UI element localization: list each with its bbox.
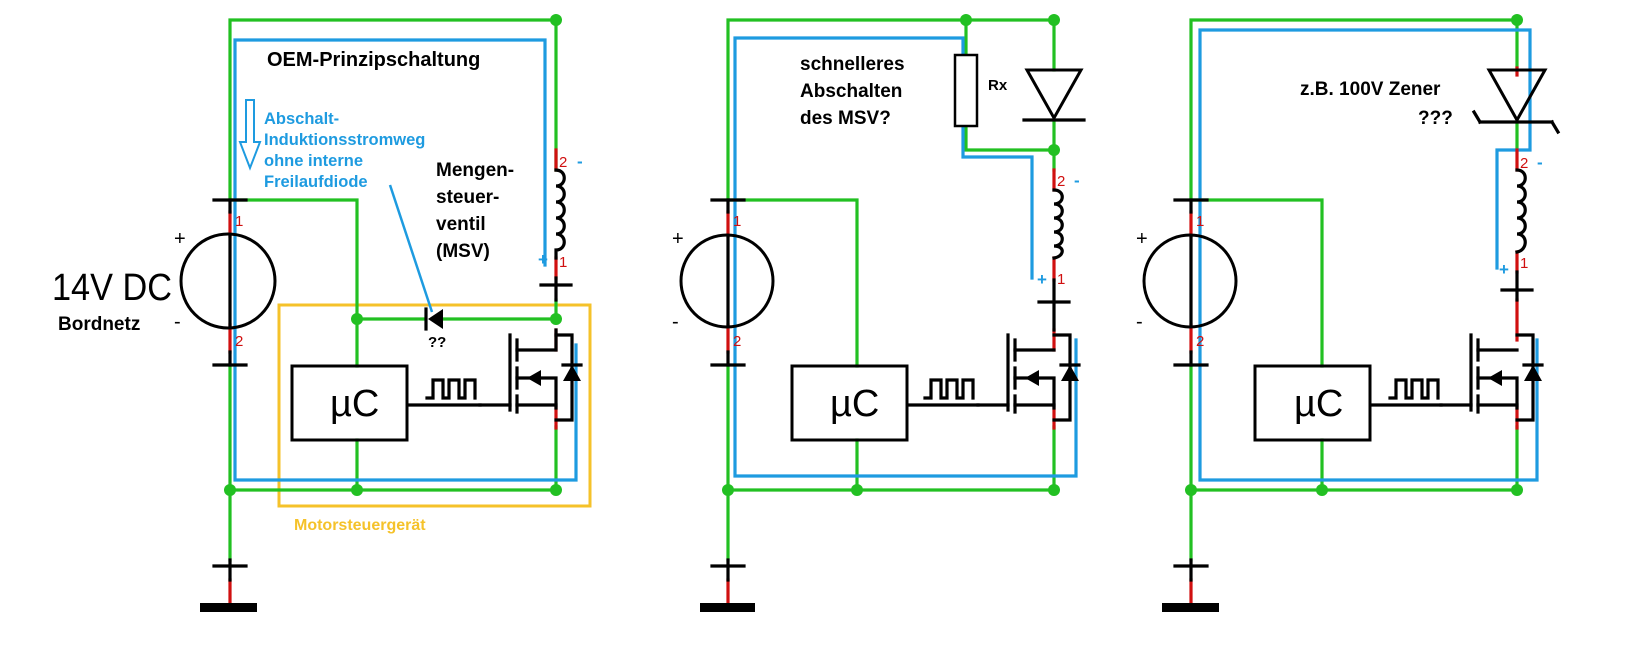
zener-diode bbox=[1471, 68, 1561, 135]
coil-pin1-label: 1 bbox=[559, 254, 567, 271]
coil-plus-sign: + bbox=[1037, 270, 1047, 289]
source-pin2-label: 2 bbox=[1196, 333, 1204, 350]
mosfet bbox=[976, 333, 1081, 422]
coil-pin2-label: 2 bbox=[1057, 173, 1065, 190]
induction-current-path bbox=[233, 38, 578, 482]
current-direction-arrow bbox=[238, 99, 262, 171]
controller-label: µC bbox=[330, 383, 379, 425]
source-pin2-label: 2 bbox=[733, 333, 741, 350]
flyback-diode bbox=[1022, 68, 1086, 122]
controller-label: µC bbox=[1294, 383, 1343, 425]
source-minus-sign: - bbox=[1136, 311, 1143, 333]
microcontroller bbox=[1253, 364, 1443, 442]
source-pin2-label: 2 bbox=[235, 333, 243, 350]
ecu-label: Motorsteuergerät bbox=[294, 517, 426, 534]
junction-dots bbox=[224, 14, 562, 496]
junction-dots bbox=[1185, 14, 1523, 496]
note-line-3: des MSV? bbox=[800, 108, 891, 129]
resistor-rx bbox=[953, 53, 979, 128]
battery-source bbox=[679, 198, 775, 367]
source-plus-sign: + bbox=[1136, 228, 1148, 250]
microcontroller bbox=[790, 364, 980, 442]
coil-plus-sign: + bbox=[538, 250, 548, 269]
coil-minus-sign: - bbox=[1074, 171, 1080, 190]
induction-current-path bbox=[733, 36, 1078, 478]
controller-label: µC bbox=[830, 383, 879, 425]
valve-label-line-4: (MSV) bbox=[436, 241, 490, 262]
coil-pin1-label: 1 bbox=[1520, 255, 1528, 272]
coil-pin2-label: 2 bbox=[559, 154, 567, 171]
valve-label-line-2: steuer- bbox=[436, 187, 499, 208]
panel1-title: OEM-Prinzipschaltung bbox=[267, 49, 480, 71]
panel-oem-circuit: OEM-Prinzipschaltung 14V DC Bordnetz + -… bbox=[52, 14, 592, 612]
annotation-pointer-line bbox=[388, 184, 434, 313]
mosfet bbox=[1439, 333, 1544, 422]
ecu-boundary-box bbox=[277, 303, 592, 508]
ground-symbol bbox=[200, 558, 257, 612]
battery-source bbox=[1142, 198, 1238, 367]
coil-pin1-label: 1 bbox=[1057, 271, 1065, 288]
coil-plus-sign: + bbox=[1499, 260, 1509, 279]
external-diode bbox=[424, 307, 443, 331]
coil-minus-sign: - bbox=[577, 152, 583, 171]
junction-dots bbox=[722, 14, 1060, 496]
source-plus-sign: + bbox=[174, 228, 186, 250]
ground-wires bbox=[228, 18, 558, 562]
zener-label: z.B. 100V Zener bbox=[1300, 79, 1441, 100]
mosfet bbox=[478, 328, 583, 422]
valve-label-line-3: ventil bbox=[436, 214, 486, 235]
source-minus-sign: - bbox=[174, 311, 181, 333]
annotation-line-1: Abschalt- bbox=[264, 110, 339, 128]
annotation-line-3: ohne interne bbox=[264, 152, 363, 170]
valve-coil bbox=[1500, 168, 1534, 302]
zener-question-label: ??? bbox=[1418, 108, 1453, 129]
microcontroller bbox=[290, 364, 482, 442]
source-pin1-label: 1 bbox=[235, 213, 243, 230]
source-pin1-label: 1 bbox=[1196, 213, 1204, 230]
panel-zener-variant: z.B. 100V Zener ??? + - 1 2 2 1 - + µC bbox=[1136, 14, 1561, 612]
resistor-label: Rx bbox=[988, 77, 1008, 94]
ground-symbol bbox=[700, 558, 755, 612]
source-name-label: Bordnetz bbox=[58, 314, 140, 335]
coil-pin2-label: 2 bbox=[1520, 155, 1528, 172]
ground-symbol bbox=[1162, 558, 1219, 612]
battery-source bbox=[179, 198, 277, 367]
source-plus-sign: + bbox=[672, 228, 684, 250]
pin-marks bbox=[1189, 66, 1519, 607]
diode-question-label: ?? bbox=[428, 334, 446, 351]
source-voltage-label: 14V DC bbox=[52, 267, 172, 309]
valve-coil bbox=[539, 168, 573, 302]
coil-minus-sign: - bbox=[1537, 153, 1543, 172]
note-line-1: schnelleres bbox=[800, 54, 905, 75]
valve-coil bbox=[1037, 188, 1071, 332]
panel-resistor-variant: schnelleres Abschalten des MSV? Rx + - 1… bbox=[672, 14, 1086, 612]
annotation-line-4: Freilaufdiode bbox=[264, 173, 368, 191]
source-pin1-label: 1 bbox=[733, 213, 741, 230]
pin-marks bbox=[726, 168, 1056, 607]
induction-current-path bbox=[1198, 28, 1539, 482]
note-line-2: Abschalten bbox=[800, 81, 902, 102]
valve-label-line-1: Mengen- bbox=[436, 160, 514, 181]
source-minus-sign: - bbox=[672, 311, 679, 333]
annotation-line-2: Induktionsstromweg bbox=[264, 131, 425, 149]
